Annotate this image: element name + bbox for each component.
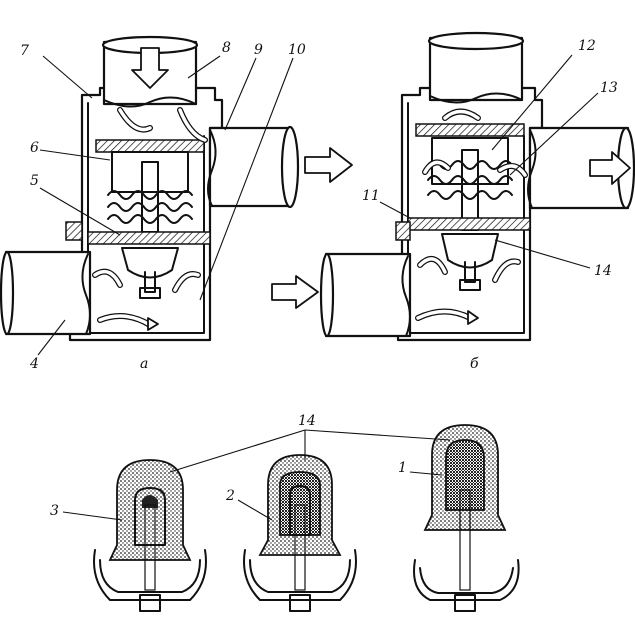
label-7: 7 — [20, 43, 29, 59]
label-13: 13 — [600, 80, 618, 96]
left-inlet-pipe-a — [0, 250, 92, 336]
capsule-3 — [93, 459, 207, 612]
caption-a: а — [140, 356, 148, 372]
label-4: 4 — [29, 356, 39, 372]
right-outlet-pipe-a — [207, 125, 300, 209]
top-inlet-pipe-a — [101, 35, 199, 108]
capsule-1 — [413, 424, 520, 612]
spring-a — [107, 190, 193, 224]
caption-b: б — [470, 356, 479, 372]
label-11: 11 — [362, 188, 380, 204]
label-6: 6 — [30, 140, 39, 156]
view-a — [0, 35, 353, 342]
wax-element-a — [121, 247, 179, 279]
top-inlet-pipe-b — [427, 31, 525, 104]
down-arrow-icon — [131, 47, 169, 89]
label-3: 3 — [50, 503, 59, 519]
label-14-bottom: 14 — [298, 413, 316, 429]
right-arrow-icon — [271, 275, 319, 309]
right-arrow-icon — [589, 151, 631, 185]
housing-a — [68, 86, 224, 342]
right-arrow-icon — [304, 147, 353, 183]
label-2: 2 — [225, 488, 235, 504]
leader-lines — [37, 54, 599, 521]
label-14-top: 14 — [594, 263, 612, 279]
label-5: 5 — [30, 173, 39, 189]
capsule-2 — [243, 454, 357, 612]
label-10: 10 — [288, 42, 306, 58]
wax-element-b — [441, 233, 499, 269]
label-8: 8 — [222, 40, 231, 56]
left-inlet-pipe-b — [319, 252, 412, 338]
label-9: 9 — [254, 42, 263, 58]
callout-labels: 7 8 9 10 6 5 4 а 12 13 11 14 б 14 3 2 1 — [20, 38, 618, 519]
view-b — [271, 31, 635, 342]
label-1: 1 — [398, 460, 407, 476]
label-12: 12 — [578, 38, 596, 54]
